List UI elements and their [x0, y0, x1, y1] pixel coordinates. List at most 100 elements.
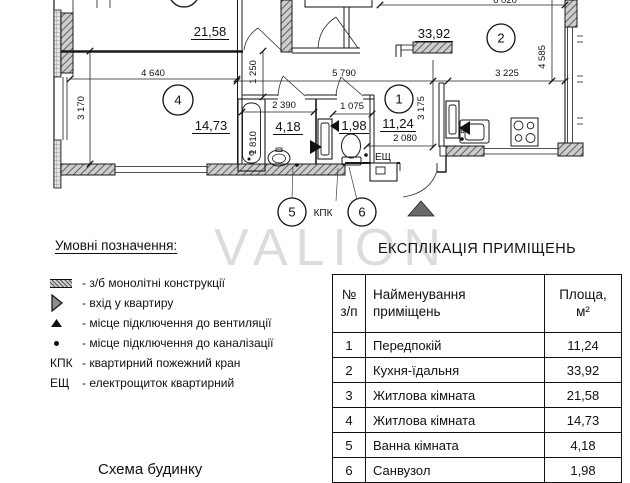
area-hall: 11,24 — [382, 116, 414, 131]
table-cell: Житлова кімната — [365, 382, 545, 408]
table-cell: 4 — [332, 407, 366, 433]
dimension-lines — [70, 0, 565, 164]
scheme-label: Схема будинку — [98, 461, 203, 478]
table-cell: 33,92 — [544, 357, 622, 383]
legend-item-concrete: - з/б монолітні конструкції — [40, 273, 335, 293]
table-cell: 11,24 — [544, 332, 622, 358]
table-cell: Передпокій — [365, 332, 545, 358]
radiator-kitchen-icon — [445, 100, 460, 139]
circle-room5: 5 — [288, 205, 295, 220]
drain-connection-dots — [247, 137, 464, 167]
circle-room2: 2 — [497, 31, 504, 46]
table-cell: Житлова кімната — [365, 407, 545, 433]
vent-connection-icons — [310, 120, 470, 154]
dim-2080: 2 080 — [393, 133, 417, 144]
outer-walls — [53, 0, 584, 189]
doors — [243, 16, 438, 198]
clipped-label-box — [304, 0, 373, 8]
dim-4585: 4 585 — [537, 45, 548, 69]
area-wc: 1,98 — [341, 118, 366, 133]
area-room4: 14,73 — [195, 118, 228, 133]
table-cell: 1,98 — [544, 457, 622, 483]
legend-item-label: - місце підключення до каналізації — [82, 336, 274, 350]
dim-3170: 3 170 — [76, 96, 87, 120]
drain-dot-icon — [54, 340, 59, 346]
legend-item-label: - електрощиток квартирний — [82, 376, 235, 390]
dim-4640: 4 640 — [141, 68, 165, 79]
legend-item-electrical-panel: ЕЩ - електрощиток квартирний — [40, 373, 335, 393]
entrance-arrow-icon — [407, 200, 435, 217]
bathroom-sink-icon — [267, 147, 291, 167]
dim-3225: 3 225 — [495, 68, 519, 79]
explication-title: ЕКСПЛІКАЦІЯ ПРИМІЩЕНЬ — [377, 241, 577, 257]
area-room3: 21,58 — [194, 24, 227, 39]
bathtub-icon — [237, 98, 266, 172]
legend-item-label: - квартирний пожежний кран — [82, 356, 241, 370]
electrical-panel-icon — [369, 162, 398, 182]
dim-1810: 1 810 — [248, 131, 259, 155]
explication-table: № з/п Найменування приміщень Площа, м² 1… — [332, 274, 622, 483]
table-header-row: № з/п Найменування приміщень Площа, м² — [332, 274, 622, 333]
floor-plan: 4 640 5 790 3 225 6 020 3 170 1 250 4 58… — [0, 0, 630, 240]
esh-label: ЕЩ — [375, 152, 391, 163]
legend-item-label: - місце підключення до вентиляції — [82, 316, 272, 330]
dim-1075: 1 075 — [340, 101, 364, 112]
radiator-bathroom-icon — [317, 118, 333, 160]
toilet-icon — [341, 133, 362, 166]
stove-icon — [510, 117, 539, 147]
circle-room4: 4 — [174, 93, 181, 108]
legend-item-label: - вхід у квартиру — [82, 296, 174, 310]
table-cell: Ванна кімната — [365, 432, 545, 458]
dimension-labels: 4 640 5 790 3 225 6 020 3 170 1 250 4 58… — [76, 0, 548, 155]
esh-abbr: ЕЩ — [50, 376, 70, 390]
dim-6020: 6 020 — [493, 0, 517, 6]
entrance-arrow-icon — [51, 294, 63, 312]
legend-item-sewerage: - місце підключення до каналізації — [40, 333, 335, 353]
table-cell: 14,73 — [544, 407, 622, 433]
legend-items: - з/б монолітні конструкції - вхід у ква… — [40, 273, 335, 393]
legend-item-label: - з/б монолітні конструкції — [82, 276, 225, 290]
table-cell: 2 — [332, 357, 366, 383]
header-num: № з/п — [332, 274, 366, 333]
table-cell: 5 — [332, 432, 366, 458]
legend-title: Умовні позначення: — [55, 238, 178, 253]
kpk-label: КПК — [314, 208, 333, 219]
area-room2: 33,92 — [418, 26, 451, 41]
table-cell: 1 — [332, 332, 366, 358]
floor-plan-drawing: 4 640 5 790 3 225 6 020 3 170 1 250 4 58… — [53, 0, 584, 227]
kitchen-sink-icon — [459, 119, 490, 144]
table-cell: Санвузол — [365, 457, 545, 483]
vent-triangle-icon — [51, 319, 62, 327]
table-cell: 6 — [332, 457, 366, 483]
area-bathroom: 4,18 — [275, 119, 300, 134]
explication-section: ЕКСПЛІКАЦІЯ ПРИМІЩЕНЬ № з/п Найменування… — [332, 239, 622, 483]
table-cell: 3 — [332, 382, 366, 408]
dim-3175: 3 175 — [416, 96, 427, 120]
table-cell: 4,18 — [544, 432, 622, 458]
circle-room6: 6 — [358, 205, 365, 220]
header-area: Площа, м² — [544, 274, 622, 333]
room-area-labels: 21,58 33,92 14,73 4,18 1,98 11,24 — [191, 24, 453, 135]
dim-1250: 1 250 — [248, 60, 259, 84]
dim-5790: 5 790 — [332, 68, 356, 79]
legend-item-entrance: - вхід у квартиру — [40, 293, 335, 313]
legend-item-fire-crane: КПК - квартирний пожежний кран — [40, 353, 335, 373]
legend: Умовні позначення: - з/б монолітні конст… — [40, 238, 335, 393]
wall-hatch-icon — [50, 278, 72, 288]
table-cell: Кухня-їдальня — [365, 357, 545, 383]
dimension-ticks — [66, 1, 569, 168]
kpk-abbr: КПК — [50, 356, 73, 370]
legend-item-ventilation: - місце підключення до вентиляції — [40, 313, 335, 333]
circle-room1: 1 — [395, 92, 402, 107]
dim-2390: 2 390 — [272, 100, 296, 111]
interior-walls — [61, 0, 453, 173]
room-number-circles: 3 4 1 2 5 6 — [162, 0, 516, 227]
